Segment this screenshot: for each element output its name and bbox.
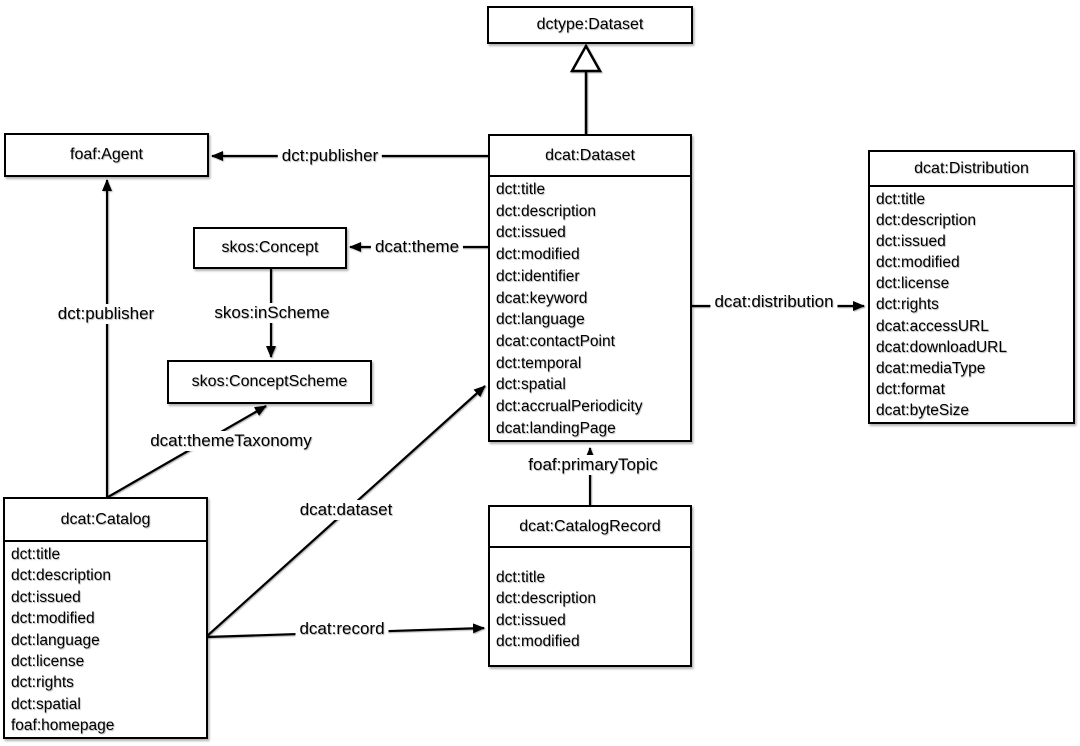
subclass-hollow-triangle-icon (569, 43, 603, 73)
edge-dcat-themetaxonomy-line (107, 405, 267, 498)
edge-label-foaf-primarytopic: foaf:primaryTopic (524, 455, 662, 475)
attribute-list: dct:title dct:description dct:issued dct:mo… (5, 542, 206, 737)
attribute-row: dcat:keyword (496, 289, 588, 307)
attribute-row: dct:title (496, 181, 546, 198)
attribute-row: dct:modified (876, 254, 960, 272)
attribute-row: dct:identifier (496, 267, 580, 285)
attribute-row: dcat:mediaType (876, 359, 986, 377)
attribute-row: dcat:contactPoint (496, 332, 615, 350)
class-box-dcat-distribution: dcat:Distribution dct:title dct:descripti… (868, 150, 1075, 424)
edge-label-dcat-theme: dcat:theme (370, 237, 464, 257)
class-title: dcat:Catalog (5, 499, 206, 542)
attribute-row: dct:license (11, 653, 85, 671)
attribute-row: dct:description (876, 212, 976, 230)
attribute-row: dct:title (496, 569, 546, 586)
edge-label-dcat-record: dcat:record (295, 619, 389, 639)
attribute-row: dcat:landingPage (496, 419, 616, 437)
attribute-row: dct:license (876, 275, 950, 293)
attribute-row: dct:rights (876, 296, 939, 314)
class-title: skos:ConceptScheme (191, 373, 348, 390)
edge-label-dct-publisher-left: dct:publisher (53, 304, 159, 324)
attribute-row: dcat:byteSize (876, 401, 970, 419)
class-title: skos:Concept (221, 239, 319, 256)
attribute-row: dct:modified (496, 246, 580, 264)
attribute-row: dct:title (11, 546, 61, 563)
edge-label-skos-inscheme: skos:inScheme (210, 303, 334, 323)
attribute-list: dct:title dct:description dct:issued dct:mo… (870, 187, 1073, 421)
class-box-dcat-catalogrecord: dcat:CatalogRecord dct:title dct:descript… (488, 505, 692, 667)
class-title: foaf:Agent (70, 146, 143, 163)
class-box-dctype-dataset: dctype:Dataset (487, 6, 693, 44)
attribute-row: foaf:homepage (11, 717, 115, 735)
class-title: dcat:Distribution (870, 152, 1073, 187)
attribute-row: dcat:downloadURL (876, 338, 1007, 356)
edge-label-dct-publisher-top: dct:publisher (277, 146, 383, 166)
edge-label-dcat-dataset: dcat:dataset (295, 500, 397, 520)
edge-label-dcat-distribution: dcat:distribution (710, 292, 838, 312)
class-box-foaf-agent: foaf:Agent (4, 133, 209, 177)
attribute-row: dct:temporal (496, 354, 582, 372)
attribute-row: dct:title (876, 191, 926, 208)
attribute-row: dct:description (496, 590, 596, 608)
attribute-row: dct:format (876, 380, 945, 398)
class-title: dctype:Dataset (536, 16, 644, 33)
attribute-row: dct:description (11, 567, 111, 585)
attribute-row: dct:description (496, 202, 596, 220)
attribute-row: dct:modified (496, 633, 580, 651)
attribute-row: dct:language (496, 311, 585, 329)
attribute-row: dct:rights (11, 674, 74, 692)
attribute-row: dct:spatial (496, 376, 566, 394)
attribute-row: dct:issued (496, 224, 566, 242)
attribute-row: dcat:accessURL (876, 317, 989, 335)
class-title: dcat:Dataset (490, 136, 690, 177)
class-box-skos-concept: skos:Concept (193, 227, 347, 269)
attribute-list: dct:title dct:description dct:issued dct:mo… (490, 548, 690, 653)
attribute-list: dct:title dct:description dct:issued dct:mo… (490, 177, 690, 439)
attribute-row: dct:spatial (11, 695, 81, 713)
attribute-row: dct:issued (496, 611, 566, 629)
attribute-row: dct:accrualPeriodicity (496, 398, 643, 416)
class-title: dcat:CatalogRecord (490, 507, 690, 548)
attribute-row: dct:issued (11, 588, 81, 606)
attribute-row: dct:issued (876, 233, 946, 251)
attribute-row: dct:modified (11, 610, 95, 628)
edge-label-dcat-themetaxonomy: dcat:themeTaxonomy (146, 431, 316, 451)
attribute-row: dct:language (11, 631, 100, 649)
class-box-skos-conceptscheme: skos:ConceptScheme (167, 360, 372, 404)
